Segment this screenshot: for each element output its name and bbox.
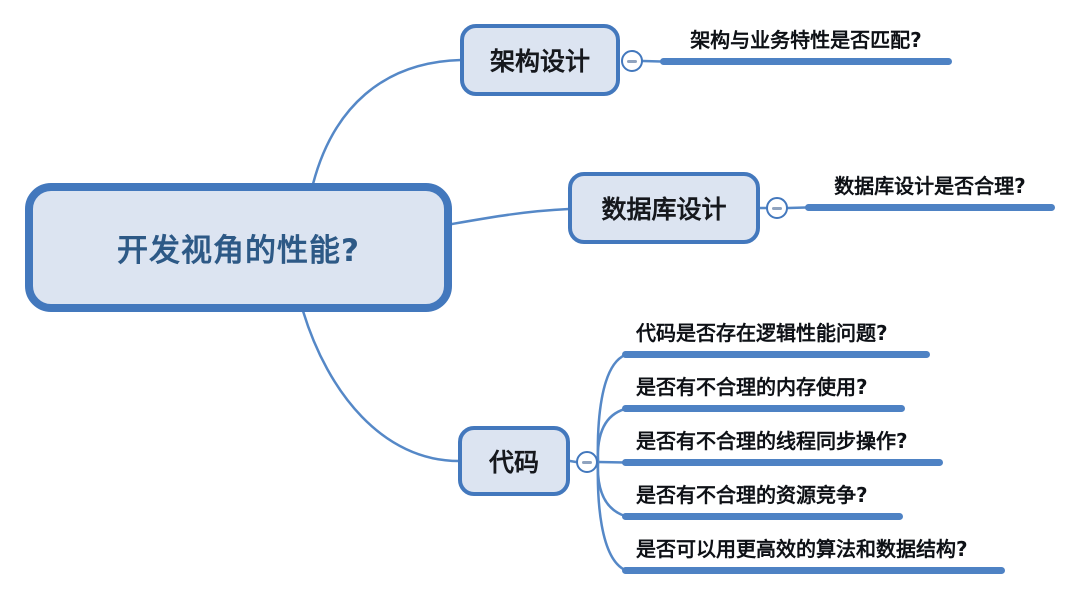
leaf-underline — [622, 405, 905, 412]
leaf-code-memory[interactable]: 是否有不合理的内存使用? — [622, 374, 905, 412]
stub-architecture-child — [641, 59, 663, 63]
collapse-button-database[interactable] — [766, 197, 788, 219]
leaf-code-thread-sync[interactable]: 是否有不合理的线程同步操作? — [622, 428, 943, 466]
curve-code-child-4 — [596, 460, 627, 518]
leaf-label: 是否可以用更高效的算法和数据结构? — [636, 537, 968, 561]
leaf-architecture-match[interactable]: 架构与业务特性是否匹配? — [660, 27, 952, 65]
minus-icon — [627, 59, 637, 63]
curve-code-child-5 — [596, 460, 627, 572]
curve-code-child-3 — [596, 460, 627, 464]
leaf-underline — [805, 204, 1055, 211]
minus-icon — [772, 206, 782, 210]
leaf-label: 代码是否存在逻辑性能问题? — [636, 321, 888, 345]
leaf-label: 是否有不合理的内存使用? — [636, 375, 868, 399]
leaf-code-logic[interactable]: 代码是否存在逻辑性能问题? — [622, 320, 930, 358]
topic-database[interactable]: 数据库设计 — [568, 172, 760, 244]
curve-root-to-database — [450, 207, 571, 226]
leaf-label: 是否有不合理的资源竞争? — [636, 483, 868, 507]
collapse-button-code[interactable] — [576, 451, 598, 473]
collapse-button-architecture[interactable] — [621, 50, 643, 72]
curve-root-to-code — [301, 309, 461, 463]
curve-code-child-1 — [596, 353, 627, 464]
leaf-underline — [660, 58, 952, 65]
leaf-underline — [622, 459, 943, 466]
curve-code-child-2 — [596, 407, 627, 464]
leaf-underline — [622, 567, 1005, 574]
topic-database-label: 数据库设计 — [601, 195, 727, 224]
curve-root-to-architecture — [311, 58, 463, 186]
minus-icon — [582, 460, 592, 464]
root-topic[interactable]: 开发视角的性能? — [25, 183, 452, 312]
leaf-label: 是否有不合理的线程同步操作? — [636, 429, 908, 453]
leaf-code-algorithms[interactable]: 是否可以用更高效的算法和数据结构? — [622, 536, 1005, 574]
leaf-underline — [622, 513, 903, 520]
leaf-label: 架构与业务特性是否匹配? — [690, 28, 922, 52]
leaf-label: 数据库设计是否合理? — [834, 174, 1026, 198]
leaf-code-resource-contention[interactable]: 是否有不合理的资源竞争? — [622, 482, 903, 520]
leaf-underline — [622, 351, 930, 358]
leaf-database-reasonable[interactable]: 数据库设计是否合理? — [805, 173, 1055, 211]
stub-database-child — [786, 206, 808, 210]
topic-architecture[interactable]: 架构设计 — [460, 24, 620, 96]
topic-architecture-label: 架构设计 — [489, 47, 590, 76]
root-topic-label: 开发视角的性能? — [117, 233, 360, 269]
topic-code-label: 代码 — [488, 448, 539, 477]
topic-code[interactable]: 代码 — [458, 426, 570, 496]
